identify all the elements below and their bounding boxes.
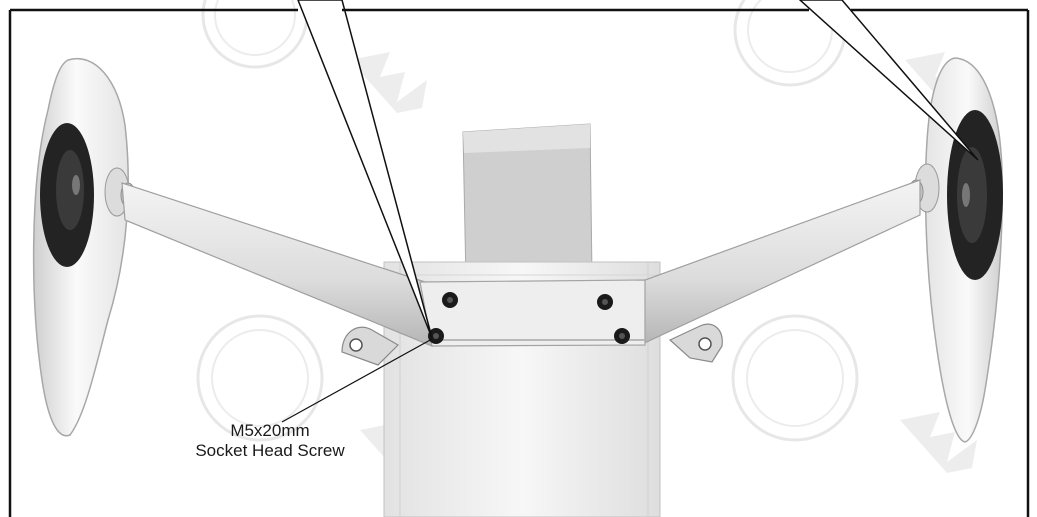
hex-socket-screw-icon: [597, 294, 613, 310]
landing-gear-strut: [121, 179, 921, 347]
right-callout-pointer: [798, 0, 979, 161]
hex-socket-screw-icon: [614, 328, 630, 344]
left-callout-pointer: [297, 0, 433, 339]
wheel-icon: [947, 110, 1003, 280]
left-wheel-pant: [32, 57, 129, 437]
hex-socket-screw-icon: [442, 292, 458, 308]
wheel-icon: [40, 123, 94, 267]
callout-leader-line: [281, 338, 433, 423]
screw-spec-label: M5x20mm: [230, 421, 310, 440]
right-wheel-pant: [924, 57, 1004, 443]
screw-type-label: Socket Head Screw: [195, 441, 345, 460]
right-mounting-tab: [668, 323, 723, 363]
frame-border: [8, 8, 1030, 517]
left-mounting-tab: [341, 326, 399, 366]
hex-socket-screw-icon: [428, 328, 444, 344]
